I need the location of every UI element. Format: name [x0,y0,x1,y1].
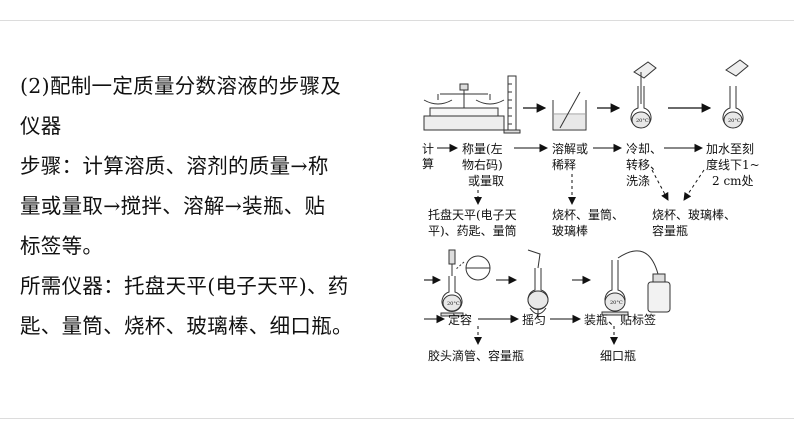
flask-mark-3: 20°C [447,301,460,307]
top-rule [0,20,794,21]
inst-transfer-l2: 容量瓶 [652,223,688,238]
text-line-3: 步骤：计算溶质、溶剂的质量→称 [20,154,329,178]
text-line-7: 匙、量筒、烧杯、玻璃棒、细口瓶。 [20,314,353,338]
step-weigh-l3: 或量取 [468,174,504,188]
step-cool-l1: 冷却、 [626,142,662,156]
step-cool-l2: 转移、 [626,157,662,172]
shaking-flask-icon [527,249,549,318]
inst-dissolve-l1: 烧杯、量筒、 [552,207,624,222]
transfer-flask-icon [630,61,657,129]
text-line-4: 量或量取→搅拌、溶解→装瓶、贴 [20,194,326,218]
balance-icon [423,83,505,131]
step-weigh-l2: 物右码) [462,157,503,172]
measuring-cylinder-icon [503,75,521,134]
bottle-transfer-icon [601,250,671,316]
inst-bottle: 细口瓶 [600,349,636,363]
left-text-block: (2)配制一定质量分数溶液的步骤及 仪器 步骤：计算溶质、溶剂的质量→称 量或量… [20,66,410,346]
bottom-rule [0,418,794,419]
inst-transfer-l1: 烧杯、玻璃棒、 [652,208,736,222]
inst-constant: 胶头滴管、容量瓶 [428,348,524,363]
step-dissolve-l1: 溶解或 [552,141,588,156]
step-shake: 摇匀 [522,313,546,327]
text-line-2: 仪器 [20,114,62,138]
step-calc-l1: 计 [422,142,434,156]
dashed-pointers [474,169,705,345]
inst-dissolve-l2: 玻璃棒 [552,224,588,238]
flask-mark-4: 20°C [610,300,623,306]
step-bottle: 装瓶、贴标签 [584,312,656,327]
text-line-1: (2)配制一定质量分数溶液的步骤及 [20,74,342,98]
step-cool-l3: 洗涤 [626,174,650,188]
text-line-6: 所需仪器：托盘天平(电子天平)、药 [20,274,349,298]
beaker-stirring-icon [552,91,587,131]
flask-mark-2: 20°C [728,118,741,124]
inst-weigh-l2: 平)、药匙、量筒 [428,223,517,238]
step-weigh-l1: 称量(左 [462,141,503,156]
inst-weigh-l1: 托盘天平(电子天 [428,207,517,222]
step-fill-l2: 度线下1~ [706,157,760,172]
step-fill-l1: 加水至刻 [706,142,754,156]
dropper-flask-icon [440,249,491,317]
flask-mark-1: 20°C [636,118,649,124]
fill-flask-icon [722,59,749,129]
step-dissolve-l2: 稀释 [552,158,576,172]
step-fill-l3: 2 cm处 [712,174,754,188]
text-line-5: 标签等。 [20,234,104,258]
step-constant: 定容 [448,312,472,327]
step-calc-l2: 算 [422,156,434,171]
